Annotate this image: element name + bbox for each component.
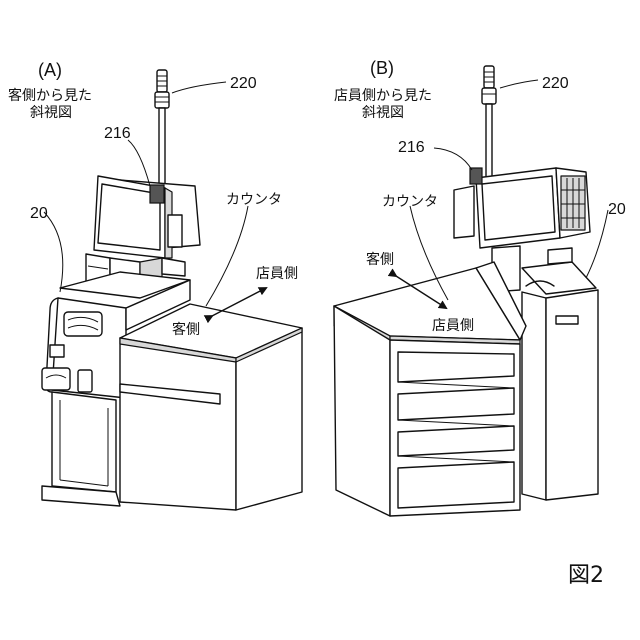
customer-side-label-b: 客側 <box>366 251 394 268</box>
ref-220-a: 220 <box>230 75 257 92</box>
signal-pole-a <box>155 70 169 188</box>
signal-pole-b <box>482 66 496 180</box>
shelf-3-b <box>398 426 514 456</box>
direction-arrow-a <box>212 288 266 316</box>
panel-b-tag: (B) <box>370 58 394 78</box>
leader-216-b <box>434 148 472 170</box>
panel-b-caption-1: 店員側から見た <box>334 88 432 104</box>
counter-a <box>120 304 302 510</box>
leader-20-a <box>44 212 63 292</box>
panel-b-caption-2: 斜視図 <box>362 105 404 121</box>
terminal-pedestal-a <box>52 392 116 492</box>
panel-a-caption-1: 客側から見た <box>8 87 92 104</box>
key-slot-b <box>556 316 578 324</box>
ref-20-b: 20 <box>608 201 626 218</box>
panel-a-caption-2: 斜視図 <box>30 105 72 121</box>
camera-216-a <box>150 185 164 203</box>
figure-label: 図2 <box>568 563 604 588</box>
leader-220-b <box>500 80 538 88</box>
customer-side-label-a: 客側 <box>172 321 200 338</box>
ref-220-b: 220 <box>542 75 569 92</box>
ref-216-a: 216 <box>104 125 131 142</box>
terminal-body-b <box>522 248 598 500</box>
panel-a: (A) 客側から見た 斜視図 220 216 20 カウンタ 店員側 客側 <box>8 60 302 510</box>
counter-label-b: カウンタ <box>382 194 438 210</box>
staff-side-label-b: 店員側 <box>432 318 474 334</box>
camera-216-b <box>470 168 482 184</box>
counter-b <box>334 262 526 516</box>
leader-216-a <box>128 140 150 186</box>
staff-side-label-a: 店員側 <box>256 266 298 282</box>
ref-216-b: 216 <box>398 139 425 156</box>
shelf-1-b <box>398 352 514 382</box>
panel-b: (B) 店員側から見た 斜視図 220 216 20 カウンタ 客側 店員側 <box>334 58 626 516</box>
shelf-2-b <box>398 388 514 420</box>
ref-20-a: 20 <box>30 205 48 222</box>
shelf-4-b <box>398 462 514 508</box>
leader-220-a <box>172 82 226 93</box>
panel-a-tag: (A) <box>38 60 62 80</box>
coin-tray-a <box>42 368 70 390</box>
bill-slot-a <box>64 312 102 336</box>
leader-counter-a <box>206 206 248 306</box>
counter-label-a: カウンタ <box>226 192 282 208</box>
